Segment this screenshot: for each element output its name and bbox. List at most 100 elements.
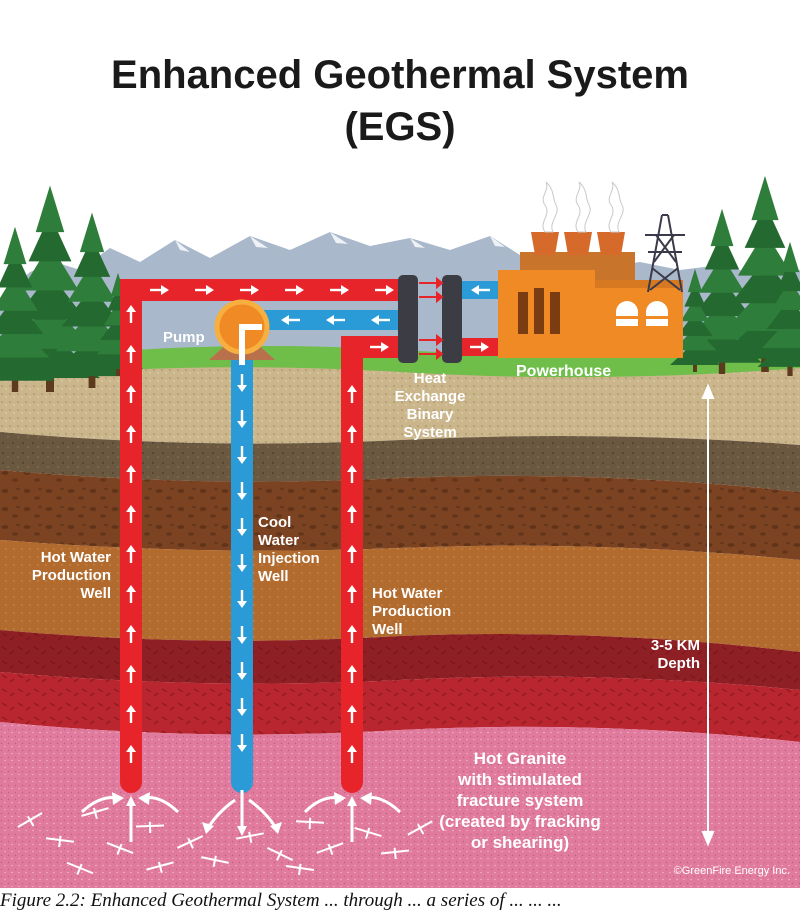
- depth-marker: [701, 383, 715, 847]
- arrow-up-icon: [347, 385, 357, 403]
- left-hot-pipe: [120, 279, 409, 793]
- pine-tree-icon: [0, 226, 55, 392]
- fracture-line: [276, 849, 283, 861]
- arrow-right-icon: [195, 285, 214, 295]
- fracture-system: [17, 790, 433, 876]
- heat-exchanger-plate-2: [442, 275, 462, 363]
- window-bar-2: [644, 316, 670, 319]
- granite-label-4: (created by fracking: [439, 812, 601, 831]
- arrow-down-icon: [237, 374, 247, 392]
- fracture-flow-arrowhead: [112, 792, 124, 805]
- heat-exchange-label-2: Exchange: [395, 388, 466, 405]
- tree-group: [0, 175, 800, 392]
- hot-well-left-label-2: Production: [32, 567, 111, 584]
- arrow-down-icon: [237, 446, 247, 464]
- powerhouse-vent-1: [518, 292, 528, 334]
- arrow-up-icon: [126, 305, 136, 323]
- smokestack-1: [531, 232, 559, 255]
- powerhouse-label: Powerhouse: [516, 363, 611, 380]
- layer-brown-rock-texture: [0, 470, 800, 560]
- granite-label-3: fracture system: [457, 791, 584, 810]
- arrow-right-icon: [470, 342, 489, 352]
- figure-caption: Figure 2.2: Enhanced Geothermal System .…: [0, 890, 562, 911]
- fracture-line: [327, 843, 334, 855]
- steam-plume-icon: [542, 181, 558, 233]
- depth-label-1: 3-5 KM: [651, 637, 700, 654]
- fracture-line: [76, 863, 83, 875]
- arrow-left-icon: [281, 315, 300, 325]
- arrow-down-icon: [237, 410, 247, 428]
- mountain-snow: [175, 232, 505, 252]
- granite-label-5: or shearing): [471, 833, 569, 852]
- fracture-line: [308, 817, 312, 830]
- fracture-line: [157, 861, 163, 874]
- title-line-2: (EGS): [344, 105, 455, 149]
- powerhouse: [498, 232, 683, 358]
- pump: [209, 299, 275, 365]
- hx-small-arrows: [419, 276, 444, 361]
- heat-exchanger: [398, 275, 462, 363]
- fracture-line: [212, 855, 217, 868]
- depth-label-2: Depth: [658, 655, 701, 672]
- powerhouse-window-2: [646, 301, 668, 326]
- arrow-down-icon: [237, 590, 247, 608]
- layer-hot-granite-texture: [0, 722, 800, 888]
- arrow-up-icon: [126, 705, 136, 723]
- heat-exchange-label-4: System: [403, 424, 456, 441]
- powerhouse-vent-3: [550, 292, 560, 334]
- cool-well-label-3: Injection: [258, 550, 320, 567]
- powerhouse-vent-2: [534, 288, 544, 334]
- heat-exchange-label-3: Binary: [407, 406, 454, 423]
- arrow-up-icon: [347, 665, 357, 683]
- title-line-1: Enhanced Geothermal System: [111, 53, 689, 97]
- hot-well-right-label-1: Hot Water: [372, 585, 442, 602]
- arrow-down-icon: [237, 662, 247, 680]
- arrow-up-icon: [126, 745, 136, 763]
- fracture-line: [58, 835, 62, 848]
- arrow-down-icon: [237, 482, 247, 500]
- arrow-up-icon: [347, 585, 357, 603]
- diagram-canvas: Enhanced Geothermal System (EGS): [0, 53, 800, 888]
- fracture-line: [417, 823, 425, 835]
- arrow-up-icon: [126, 425, 136, 443]
- fracture-line: [116, 843, 123, 855]
- steam-plumes: [542, 181, 624, 233]
- powerhouse-main: [498, 270, 595, 358]
- granite-label-1: Hot Granite: [474, 749, 567, 768]
- fracture-line: [92, 807, 98, 820]
- arrow-up-icon: [126, 385, 136, 403]
- hot-well-left-label-1: Hot Water: [41, 549, 111, 566]
- fracture-flow-arrowhead: [138, 792, 150, 805]
- arrow-up-icon: [347, 745, 357, 763]
- cool-well-label-2: Water: [258, 532, 299, 549]
- arrow-down-icon: [237, 518, 247, 536]
- arrow-left-icon: [371, 315, 390, 325]
- powerhouse-window-1: [616, 301, 638, 326]
- powerhouse-annex: [595, 285, 683, 358]
- arrow-up-icon: [347, 705, 357, 723]
- pine-tree-icon: [670, 268, 720, 372]
- window-bar-1: [614, 316, 640, 319]
- smokestack-3: [597, 232, 625, 255]
- arrow-up-icon: [347, 505, 357, 523]
- heat-exchanger-plate-1: [398, 275, 418, 363]
- fracture-flow-arrowhead: [270, 822, 282, 834]
- transmission-tower-icon: [645, 214, 685, 293]
- arrow-up-icon: [347, 425, 357, 443]
- fracture-flow-arrowhead: [202, 822, 214, 834]
- smokestack-2: [564, 232, 592, 255]
- fracture-line: [393, 847, 397, 860]
- arrow-up-icon: [126, 465, 136, 483]
- cool-well-label-4: Well: [258, 568, 289, 585]
- pump-label: Pump: [163, 329, 205, 346]
- fracture-line: [364, 827, 371, 839]
- steam-plume-icon: [575, 181, 591, 233]
- arrow-up-icon: [126, 345, 136, 363]
- credit-label: ©GreenFire Energy Inc.: [674, 865, 790, 877]
- fracture-line: [187, 837, 194, 849]
- arrow-up-icon: [126, 545, 136, 563]
- fracture-line: [248, 831, 253, 844]
- steam-plume-icon: [608, 181, 624, 233]
- granite-label-2: with stimulated: [457, 770, 582, 789]
